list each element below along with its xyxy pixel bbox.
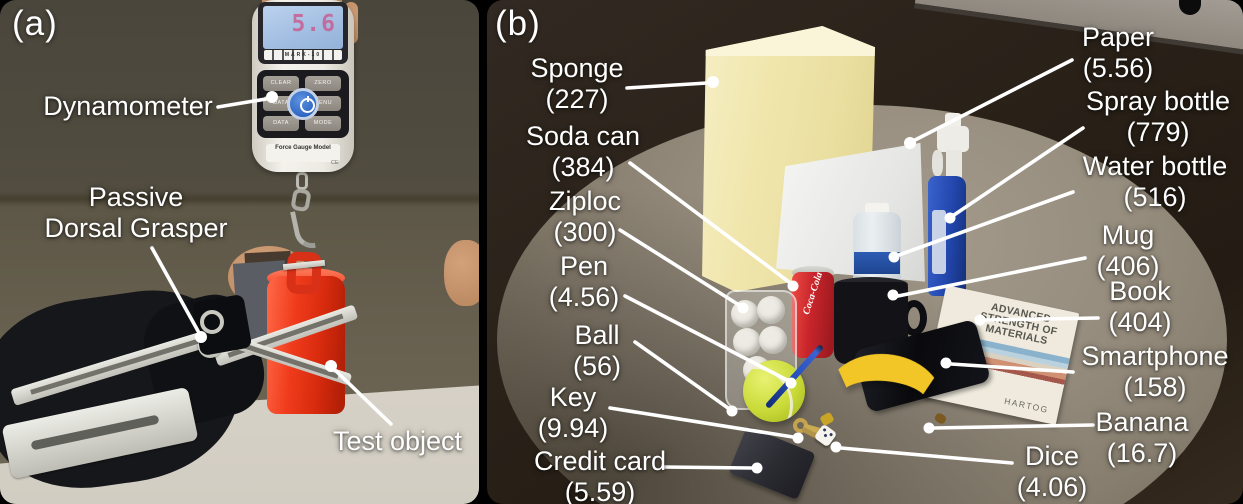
hook [290, 208, 316, 252]
label-banana: Banana(16.7) [1095, 407, 1189, 468]
label-grasper-line2: Dorsal Grasper [44, 213, 228, 243]
chain-link [290, 187, 312, 213]
model-label: Force Gauge Model [266, 144, 340, 162]
mode-button: MODE [305, 116, 341, 131]
panel-a-photo: 5.6 MARK-10 CLEAR ZERO DATA MENU DATA MO… [0, 0, 479, 504]
soda-can [792, 272, 834, 358]
label-mug: Mug(406) [1096, 220, 1160, 281]
tennis-ball-seam [743, 366, 793, 422]
label-water-bottle: Water bottle(516) [1082, 151, 1228, 212]
dice-pip [823, 433, 828, 438]
chain-link [296, 172, 308, 190]
spray-bottle-label [932, 210, 946, 274]
label-test-object: Test object [332, 426, 463, 456]
golf-ball [733, 328, 761, 356]
panel-a-tag: (a) [12, 4, 58, 43]
label-book: Book(404) [1108, 276, 1172, 337]
label-smartphone: Smartphone(158) [1081, 341, 1229, 402]
zero-button: ZERO [305, 76, 341, 91]
test-object-handle [286, 251, 322, 295]
label-ball: Ball(56) [572, 320, 621, 381]
dynamometer-lcd [263, 6, 343, 49]
brand-key-strip: MARK-10 [264, 50, 342, 60]
label-dice: Dice(4.06) [1016, 441, 1088, 502]
golf-ball [757, 296, 785, 324]
water-bottle-label [854, 252, 900, 274]
arm-skin [444, 240, 479, 306]
golf-ball [731, 300, 759, 328]
dice-pip [822, 427, 827, 433]
label-ziploc: Ziploc(300) [548, 186, 622, 247]
golf-ball [759, 326, 787, 354]
label-paper: Paper(5.56) [1081, 22, 1155, 83]
book-author: HARTOG [1003, 395, 1050, 415]
label-grasper-line1: Passive [88, 182, 184, 212]
spray-bottle-trigger [932, 150, 943, 176]
panel-b-photo: Coca-Cola ADVANCED STRENGTH OF MATERIALS… [487, 0, 1243, 504]
power-button [287, 88, 319, 120]
label-key: Key(9.94) [537, 382, 609, 443]
background-knob [1179, 0, 1201, 15]
label-credit-card: Credit card(5.59) [533, 446, 667, 504]
power-icon [300, 98, 315, 113]
ce-mark: CE [331, 160, 339, 166]
label-pen: Pen(4.56) [548, 251, 620, 312]
panel-b-tag: (b) [495, 4, 541, 43]
spray-bottle-nozzle [937, 126, 969, 152]
label-sponge: Sponge(227) [530, 53, 624, 114]
dice-pip [828, 432, 834, 437]
label-grasper: Passive Dorsal Grasper [30, 182, 242, 244]
label-spray-bottle: Spray bottle(779) [1085, 86, 1231, 147]
clear-button: CLEAR [263, 76, 299, 91]
label-dynamometer: Dynamometer [43, 91, 213, 121]
force-reading: 5.6 [291, 11, 336, 37]
data-button: DATA [263, 116, 299, 131]
label-soda-can: Soda can(384) [525, 121, 641, 182]
strap-ring [200, 310, 224, 334]
